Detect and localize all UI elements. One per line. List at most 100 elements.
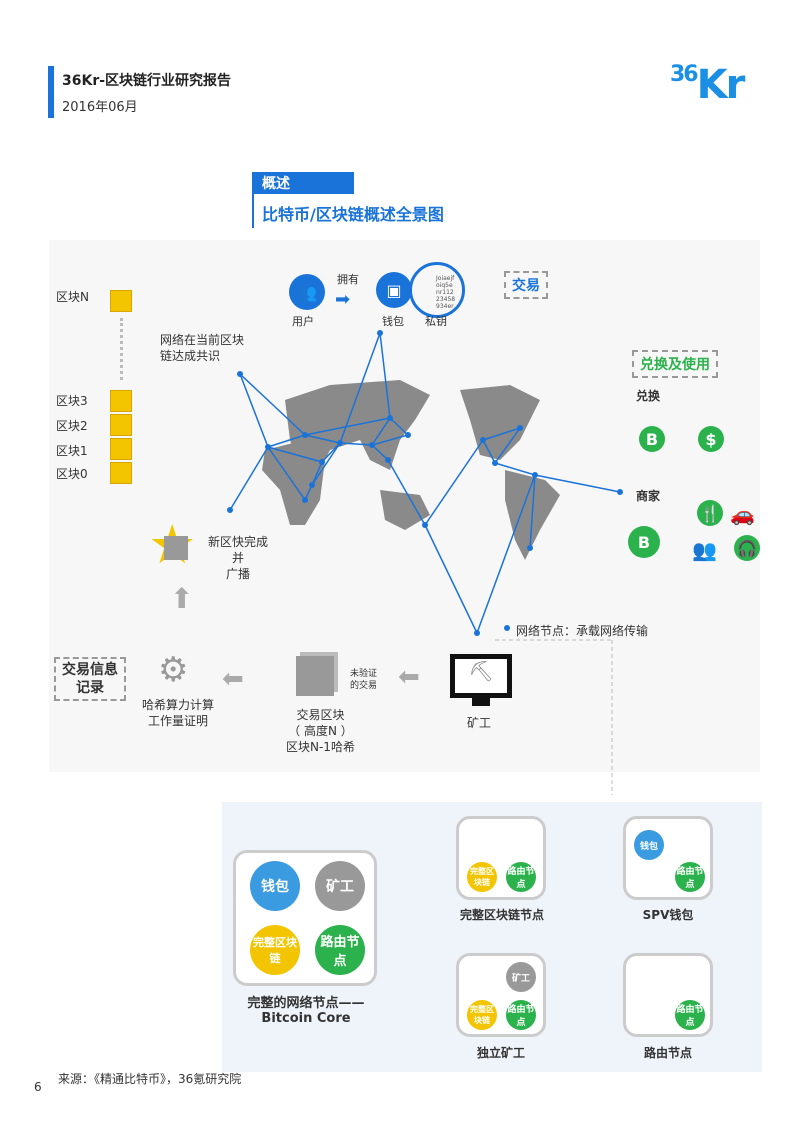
network-link <box>239 373 306 436</box>
tx-block-cube-icon <box>296 656 334 696</box>
section-title: 比特币/区块链概述全景图 <box>262 205 444 224</box>
network-node <box>337 440 343 446</box>
network-node <box>309 482 315 488</box>
network-link <box>534 474 621 493</box>
unverified-label: 未验证的交易 <box>350 669 378 691</box>
network-node <box>237 371 243 377</box>
full-chain-circle: 完整区块链 <box>250 925 300 975</box>
monitor-stand <box>472 698 490 706</box>
hash-proof-label: 哈希算力计算工作量证明 <box>142 698 215 728</box>
network-link <box>371 417 391 446</box>
miner-label: 矿工 <box>467 716 492 730</box>
solo-route-circle: 路由节点 <box>506 1000 536 1030</box>
bitcoin-icon: B <box>639 426 665 452</box>
new-block-cube-icon <box>164 536 188 560</box>
network-link <box>371 444 389 461</box>
transaction-label: 交易 <box>504 271 548 299</box>
router-caption: 路由节点 <box>643 1046 692 1060</box>
full-node-caption: 完整的网络节点——Bitcoin Core <box>247 996 365 1026</box>
network-link <box>476 474 536 634</box>
network-link <box>482 439 496 464</box>
network-node <box>377 330 383 336</box>
solo-miner-circle: 矿工 <box>506 962 536 992</box>
block-2-label: 区块2 <box>56 419 88 433</box>
headphones-icon: 🎧 <box>734 535 760 561</box>
block-n-icon <box>110 290 132 312</box>
network-link <box>371 434 409 446</box>
arrow-up-icon: ⬆ <box>170 582 194 615</box>
network-link <box>387 459 426 526</box>
solo-caption: 独立矿工 <box>476 1046 525 1060</box>
exchange-title: 兑换及使用 <box>632 350 718 378</box>
gears-icon: ⚙ <box>158 650 189 690</box>
own-label: 拥有 <box>337 273 359 286</box>
network-node <box>527 545 533 551</box>
network-node <box>265 444 271 450</box>
private-key-icon: Joiaejf oiq5e nr112 23458 934er <box>409 262 465 318</box>
router-route-circle: 路由节点 <box>675 1000 705 1030</box>
spv-wallet-circle: 钱包 <box>634 830 664 860</box>
fullchain-route-circle: 路由节点 <box>506 862 536 892</box>
solo-chain-circle: 完整区块链 <box>467 1000 497 1030</box>
network-link <box>529 474 536 549</box>
block-n-label: 区块N <box>56 290 89 304</box>
fullchain-chain-circle: 完整区块链 <box>467 862 497 892</box>
arrow-right-icon: ➡ <box>335 289 351 310</box>
network-link <box>239 373 269 448</box>
network-link <box>304 434 341 444</box>
spv-caption: SPV钱包 <box>642 908 694 922</box>
page-number: 6 <box>34 1080 42 1094</box>
network-link <box>482 427 521 441</box>
users-icon: 👥 <box>289 274 325 310</box>
block-3-label: 区块3 <box>56 394 88 408</box>
network-node <box>302 432 308 438</box>
network-node <box>405 432 411 438</box>
spv-route-circle: 路由节点 <box>675 862 705 892</box>
full-miner-circle: 矿工 <box>315 861 365 911</box>
block-0-icon <box>110 462 132 484</box>
tx-block-label: 交易区块（ 高度N ）区块N-1哈希 <box>286 708 355 754</box>
block-0-label: 区块0 <box>56 467 88 481</box>
network-link <box>339 442 373 446</box>
dollar-icon: $ <box>698 426 724 452</box>
full-wallet-circle: 钱包 <box>250 861 300 911</box>
fullchain-caption: 完整区块链节点 <box>459 908 544 922</box>
network-node <box>319 459 325 465</box>
network-node <box>617 489 623 495</box>
network-link <box>424 439 484 526</box>
network-link <box>267 446 306 501</box>
arrow-left-icon-2: ⬅ <box>398 662 420 692</box>
network-link <box>494 462 536 476</box>
block-3-icon <box>110 390 132 412</box>
network-link <box>424 524 478 634</box>
user-label: 用户 <box>292 315 314 328</box>
node-legend: 网络节点：承载网络传输 <box>516 624 649 638</box>
report-date: 2016年06月 <box>62 100 138 115</box>
block-1-icon <box>110 438 132 460</box>
miner-monitor-icon: ⛏ <box>450 654 512 698</box>
network-node <box>532 472 538 478</box>
full-route-circle: 路由节点 <box>315 925 365 975</box>
wallet-icon: ▣ <box>376 272 412 308</box>
network-link <box>379 332 391 419</box>
network-node <box>422 522 428 528</box>
car-icon: 🚗 <box>730 502 755 526</box>
exchange-label: 兑换 <box>636 389 661 403</box>
network-node <box>492 460 498 466</box>
network-link <box>389 417 409 436</box>
network-link <box>267 434 306 448</box>
world-map <box>262 380 560 560</box>
network-link <box>311 442 341 486</box>
network-link <box>304 417 391 436</box>
new-block-label: 新区快完成并广播 <box>208 535 269 581</box>
restaurant-icon: 🍴 <box>697 500 723 526</box>
section-line <box>252 172 254 228</box>
network-node <box>387 415 393 421</box>
network-link <box>494 427 521 464</box>
network-node <box>369 442 375 448</box>
network-link <box>229 446 269 511</box>
private-key-label: 私钥 <box>425 315 447 328</box>
ellipsis-dots <box>120 318 123 380</box>
arrow-left-icon: ⬅ <box>222 664 244 694</box>
consensus-label: 网络在当前区块链达成共识 <box>160 333 245 363</box>
